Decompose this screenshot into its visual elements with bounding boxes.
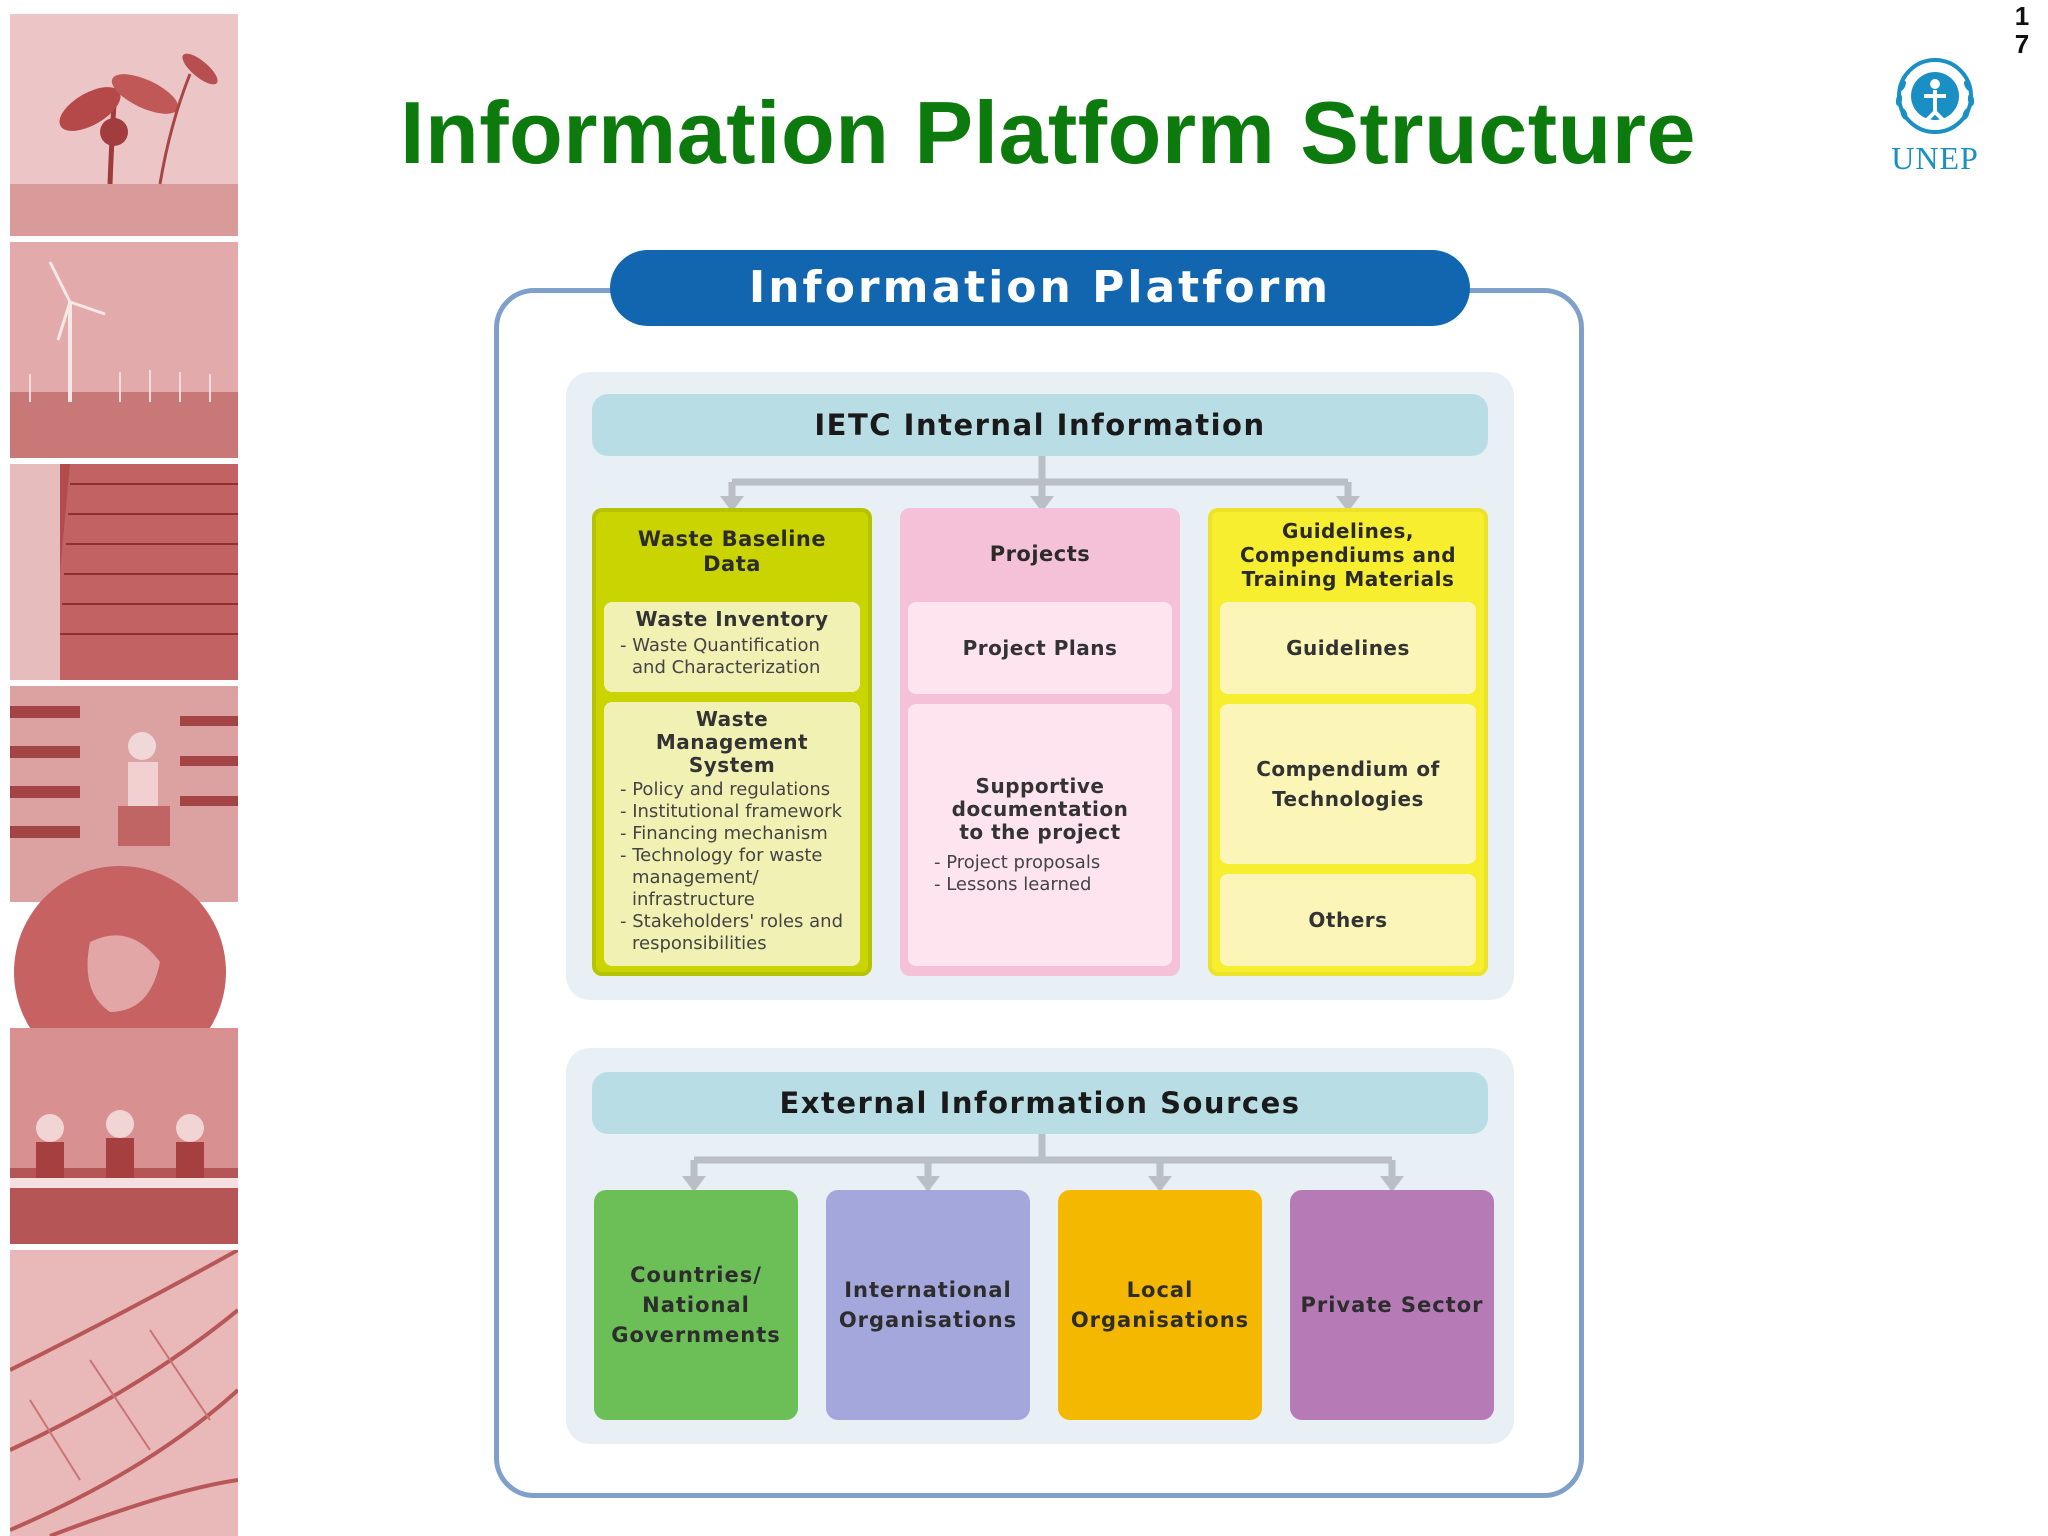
compendium-label: Compendium of Technologies bbox=[1256, 757, 1440, 811]
list-item: - Waste Quantification and Characterizat… bbox=[620, 635, 821, 678]
waste-management-list: - Policy and regulations - Institutional… bbox=[616, 779, 848, 955]
photo-strip bbox=[10, 14, 238, 1536]
source-countries-box: Countries/ National Governments bbox=[594, 1190, 798, 1420]
guidelines-heading: Guidelines, Compendiums and Training Mat… bbox=[1239, 519, 1457, 591]
logo-text: UNEP bbox=[1891, 140, 1979, 176]
unep-logo: UNEP bbox=[1880, 48, 1990, 176]
projects-column: Projects Project Plans Supportive docume… bbox=[900, 508, 1180, 976]
waste-inventory-list: - Waste Quantification and Characterizat… bbox=[616, 635, 848, 679]
list-item: - Institutional framework bbox=[620, 801, 843, 822]
supportive-docs-cell: Supportive documentation to the project … bbox=[908, 704, 1172, 966]
meeting-photo bbox=[10, 1028, 238, 1244]
slide-title: Information Platform Structure bbox=[400, 83, 1696, 182]
seedling-photo bbox=[10, 14, 238, 236]
guidelines-label: Guidelines bbox=[1286, 635, 1410, 660]
list-item: - Policy and regulations bbox=[620, 779, 831, 800]
list-item: - Financing mechanism bbox=[620, 823, 828, 844]
others-label: Others bbox=[1308, 907, 1388, 932]
projects-heading: Projects bbox=[989, 541, 1091, 566]
waste-baseline-heading: Waste Baseline Data bbox=[637, 527, 827, 576]
slide-number-digit-1: 1 bbox=[2014, 1, 2030, 31]
waste-management-cell: Waste Management System - Policy and reg… bbox=[604, 702, 860, 966]
guidelines-cell: Guidelines bbox=[1220, 602, 1476, 694]
source-local-box: Local Organisations bbox=[1058, 1190, 1262, 1420]
supportive-docs-list: - Project proposals - Lessons learned bbox=[924, 852, 1100, 896]
source-international-box: International Organisations bbox=[826, 1190, 1030, 1420]
list-item: - Technology for waste management/ infra… bbox=[620, 845, 823, 910]
globe-photo bbox=[10, 862, 238, 1062]
list-item: - Project proposals bbox=[934, 851, 1101, 873]
project-plans-label: Project Plans bbox=[962, 635, 1118, 660]
wind-turbines-photo bbox=[10, 242, 238, 458]
others-cell: Others bbox=[1220, 874, 1476, 966]
slide-number-digit-2: 7 bbox=[2014, 29, 2030, 59]
slide-number: 1 7 bbox=[2012, 2, 2032, 58]
list-item: - Lessons learned bbox=[934, 873, 1092, 895]
waste-baseline-column: Waste Baseline Data Waste Inventory - Wa… bbox=[592, 508, 872, 976]
waste-management-title: Waste Management System bbox=[655, 707, 809, 777]
guidelines-column: Guidelines, Compendiums and Training Mat… bbox=[1208, 508, 1488, 976]
list-item: - Stakeholders' roles and responsibiliti… bbox=[620, 911, 844, 954]
waste-inventory-cell: Waste Inventory - Waste Quantification a… bbox=[604, 602, 860, 692]
project-plans-cell: Project Plans bbox=[908, 602, 1172, 694]
leaf-texture-photo bbox=[10, 1250, 238, 1536]
internal-header: IETC Internal Information bbox=[592, 394, 1488, 456]
supermarket-photo bbox=[10, 686, 238, 902]
waste-inventory-title: Waste Inventory bbox=[635, 607, 829, 631]
supportive-docs-title: Supportive documentation to the project bbox=[951, 773, 1129, 844]
compendium-cell: Compendium of Technologies bbox=[1220, 704, 1476, 864]
source-private-box: Private Sector bbox=[1290, 1190, 1494, 1420]
unep-emblem-icon bbox=[1895, 58, 1975, 134]
building-photo bbox=[10, 464, 238, 680]
platform-label: Information Platform bbox=[610, 250, 1470, 326]
external-header: External Information Sources bbox=[592, 1072, 1488, 1134]
